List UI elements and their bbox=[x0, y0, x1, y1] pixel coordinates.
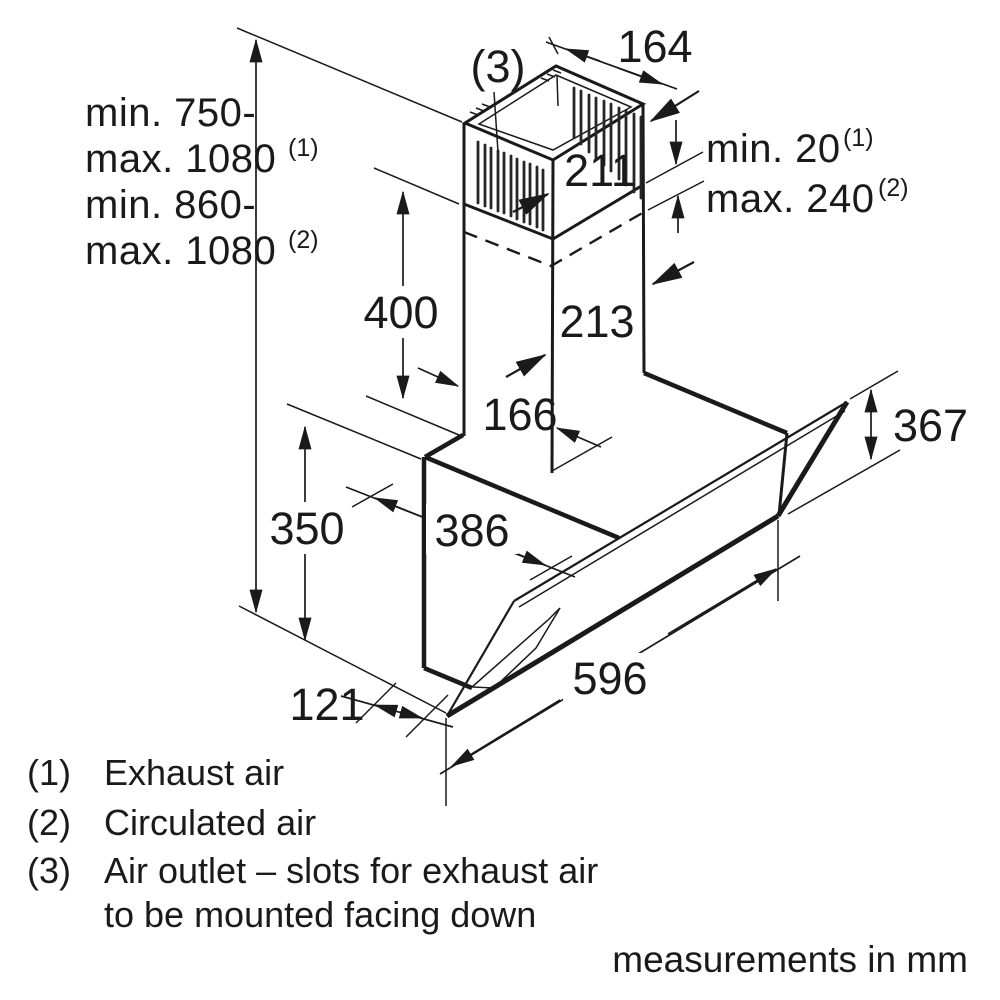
panel-rise-value: 367 bbox=[893, 400, 968, 451]
clearance-max-sup: (2) bbox=[878, 174, 909, 202]
hood-top-left-edge bbox=[423, 433, 465, 459]
clearance-min-text: min. 20 bbox=[706, 127, 841, 171]
leader-arrow bbox=[651, 261, 695, 285]
legend-label-2: Circulated air bbox=[104, 802, 316, 843]
footer-note: measurements in mm bbox=[612, 939, 968, 980]
arrow bbox=[398, 705, 424, 719]
leader-arrow bbox=[505, 354, 547, 378]
label-background bbox=[426, 504, 518, 554]
outlet-marker-text: (3) bbox=[471, 41, 526, 92]
glass-thickness-edge bbox=[518, 410, 846, 608]
arrow bbox=[617, 67, 664, 85]
rim-vent-ticks bbox=[469, 69, 562, 116]
telescopic-joint-dashed-edge bbox=[463, 210, 645, 268]
legend-label-3-line2: to be mounted facing down bbox=[104, 894, 536, 935]
glass-left-end-edge bbox=[446, 600, 515, 717]
dimension-chimney-lower: 400 bbox=[358, 167, 460, 436]
duct-front-width-value: 211 bbox=[564, 145, 636, 196]
extension-line bbox=[286, 403, 422, 460]
extension-line bbox=[351, 483, 394, 508]
body-depth-value: 386 bbox=[434, 505, 509, 556]
arrow bbox=[555, 427, 602, 448]
legend-label-1: Exhaust air bbox=[104, 752, 284, 793]
arrow bbox=[417, 367, 460, 387]
duct-front-edge bbox=[550, 159, 555, 474]
extension-line bbox=[551, 436, 613, 472]
extension-line bbox=[373, 167, 460, 205]
extension-line bbox=[405, 694, 449, 738]
duct-inner-corner-edge bbox=[556, 75, 559, 107]
back-height-value: 350 bbox=[269, 503, 344, 554]
legend-num-1: (1) bbox=[27, 752, 71, 793]
height-range-2-sup: (2) bbox=[288, 226, 319, 254]
arrow bbox=[564, 48, 601, 63]
arrow bbox=[373, 704, 399, 718]
glass-front-edge bbox=[445, 513, 780, 719]
leader-arrow bbox=[512, 193, 550, 215]
hood-width-value: 596 bbox=[572, 653, 647, 704]
arrow bbox=[667, 568, 778, 635]
dimension-panel-rise: 367 bbox=[787, 370, 968, 515]
legend: (1) Exhaust air (2) Circulated air (3) A… bbox=[27, 752, 598, 935]
extension-line bbox=[236, 27, 463, 123]
dimension-duct-front-width: 211 bbox=[512, 90, 700, 215]
legend-num-3: (3) bbox=[27, 850, 71, 891]
dimension-hood-width: 596 bbox=[439, 520, 801, 806]
dimension-front-overhang: 121 bbox=[289, 679, 454, 738]
upper-duct-bottom-edge bbox=[463, 183, 644, 241]
extension-line bbox=[238, 605, 447, 714]
dimension-top-width: 164 bbox=[545, 21, 693, 90]
leader-arrow bbox=[649, 90, 700, 122]
clearance-min-sup: (1) bbox=[843, 124, 874, 152]
top-width-value: 164 bbox=[617, 21, 692, 72]
extension-line bbox=[365, 395, 460, 436]
arrow bbox=[373, 497, 431, 521]
leader-line bbox=[493, 91, 499, 153]
outlet-marker: (3) bbox=[471, 41, 526, 153]
extension-line bbox=[787, 449, 901, 515]
dimension-duct-depth: 213 bbox=[505, 261, 695, 378]
hood-top-back-edge bbox=[643, 370, 788, 436]
hood-top-front-edge bbox=[424, 454, 620, 541]
extension-line bbox=[647, 180, 705, 211]
slots-inner-face bbox=[572, 86, 643, 200]
label-background bbox=[563, 653, 657, 701]
legend-label-3: Air outlet – slots for exhaust air bbox=[104, 850, 598, 891]
glass-right-edge bbox=[775, 400, 850, 518]
arrow bbox=[450, 699, 561, 767]
dimension-duct-side: 166 bbox=[417, 367, 613, 472]
extension-line bbox=[645, 151, 704, 184]
dimension-duct-overlap: min. 20 (1) max. 240 (2) bbox=[645, 120, 909, 233]
height-range-1-sup: (1) bbox=[288, 134, 319, 162]
extension-line bbox=[355, 682, 397, 724]
dimension-body-depth: 386 bbox=[345, 483, 576, 581]
dimension-mounting-height: min. 750- max. 1080 (1) min. 860- max. 1… bbox=[85, 27, 463, 714]
height-range-1-text: min. 750- bbox=[85, 91, 256, 135]
legend-num-2: (2) bbox=[27, 802, 71, 843]
chimney-duct bbox=[461, 64, 647, 474]
front-overhang-value: 121 bbox=[289, 679, 364, 730]
glass-panel bbox=[445, 400, 850, 719]
dimension-back-height: 350 bbox=[263, 403, 422, 642]
chimney-lower-value: 400 bbox=[363, 287, 438, 338]
duct-side-value: 166 bbox=[482, 389, 557, 440]
label-background bbox=[263, 502, 351, 554]
measurement-unit-note: measurements in mm bbox=[612, 939, 968, 980]
glass-top-edge bbox=[513, 401, 848, 602]
clearance-max-text: max. 240 bbox=[706, 177, 875, 221]
height-range-2-text: min. 860- bbox=[85, 183, 256, 227]
duct-right-edge bbox=[641, 103, 646, 374]
slots-left-face bbox=[476, 140, 545, 232]
hood-body bbox=[421, 370, 789, 691]
label-background bbox=[358, 286, 446, 338]
extension-line bbox=[849, 370, 899, 400]
duct-top-inner-rim bbox=[477, 74, 633, 151]
height-range-2b-text: max. 1080 bbox=[85, 229, 276, 273]
duct-depth-value: 213 bbox=[559, 296, 634, 347]
height-range-1b-text: max. 1080 bbox=[85, 137, 276, 181]
